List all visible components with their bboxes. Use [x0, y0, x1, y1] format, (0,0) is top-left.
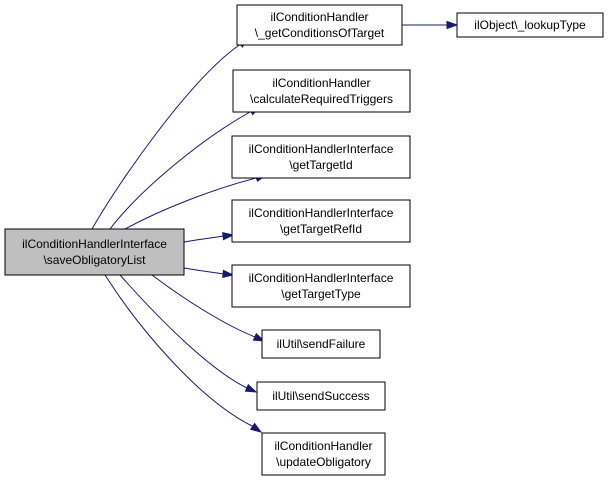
node-label-line: ilConditionHandlerInterface — [249, 142, 394, 156]
node-label-line: \getTargetId — [289, 158, 352, 172]
edge-root-to-getTargetType — [183, 267, 235, 279]
edge-root-to-sendSuccess — [119, 274, 258, 393]
node-box — [231, 199, 411, 243]
node-getTargetType[interactable]: ilConditionHandlerInterface \getTargetTyp… — [231, 264, 411, 308]
node-lookupType[interactable]: ilObject\_lookupType — [456, 12, 604, 38]
node-updateObligatory[interactable]: ilConditionHandler \updateObligatory — [261, 432, 386, 476]
node-label-line: ilConditionHandler — [274, 439, 372, 453]
arrowhead-icon — [252, 332, 266, 342]
node-calculateRequiredTriggers[interactable]: ilConditionHandler \calculateRequiredTrig… — [232, 69, 411, 113]
node-getTargetRefId[interactable]: ilConditionHandlerInterface \getTargetRef… — [231, 199, 411, 243]
edge-root-to-updateObligatory — [104, 274, 263, 433]
arrowhead-icon — [222, 231, 235, 241]
node-label-line: \calculateRequiredTriggers — [250, 92, 393, 106]
edge-root-to-getTargetRefId — [183, 231, 235, 243]
node-box — [261, 432, 386, 476]
node-box — [261, 329, 381, 359]
node-sendSuccess[interactable]: ilUtil\sendSuccess — [256, 381, 386, 411]
arrowhead-icon — [249, 422, 263, 433]
node-label-line: ilObject\_lookupType — [474, 18, 586, 32]
node-box — [232, 69, 411, 113]
node-box — [231, 264, 411, 308]
arrowhead-icon — [222, 269, 235, 279]
node-label-line: \saveObligatoryList — [43, 253, 146, 267]
node-sendFailure[interactable]: ilUtil\sendFailure — [261, 329, 381, 359]
node-box — [236, 4, 403, 46]
node-box — [231, 135, 411, 179]
node-getTargetId[interactable]: ilConditionHandlerInterface \getTargetId — [231, 135, 411, 179]
node-box — [256, 381, 386, 411]
node-label-line: \_getConditionsOfTarget — [255, 26, 385, 40]
node-box — [4, 228, 185, 276]
node-label-line: ilConditionHandler — [270, 10, 368, 24]
node-root[interactable]: ilConditionHandlerInterface \saveObligato… — [4, 228, 185, 276]
node-label-line: \getTargetRefId — [280, 222, 362, 236]
node-label-line: ilUtil\sendFailure — [277, 337, 366, 351]
node-label-line: ilUtil\sendSuccess — [272, 389, 369, 403]
nodes: ilConditionHandlerInterface \saveObligato… — [4, 4, 604, 476]
edge-root-to-getConditionsOfTarget — [91, 37, 250, 230]
arrowhead-icon — [446, 20, 459, 30]
edge-getConditionsOfTarget-to-lookupType — [402, 20, 459, 30]
node-label-line: ilConditionHandlerInterface — [249, 206, 394, 220]
node-label-line: ilConditionHandlerInterface — [22, 237, 167, 251]
node-label-line: \getTargetType — [281, 287, 361, 301]
node-label-line: ilConditionHandler — [272, 76, 370, 90]
arrowhead-icon — [244, 383, 258, 393]
node-box — [456, 12, 604, 38]
node-getConditionsOfTarget[interactable]: ilConditionHandler \_getConditionsOfTarge… — [236, 4, 403, 46]
node-label-line: ilConditionHandlerInterface — [249, 271, 394, 285]
node-label-line: \updateObligatory — [276, 455, 371, 469]
edge-root-to-sendFailure — [151, 274, 266, 342]
